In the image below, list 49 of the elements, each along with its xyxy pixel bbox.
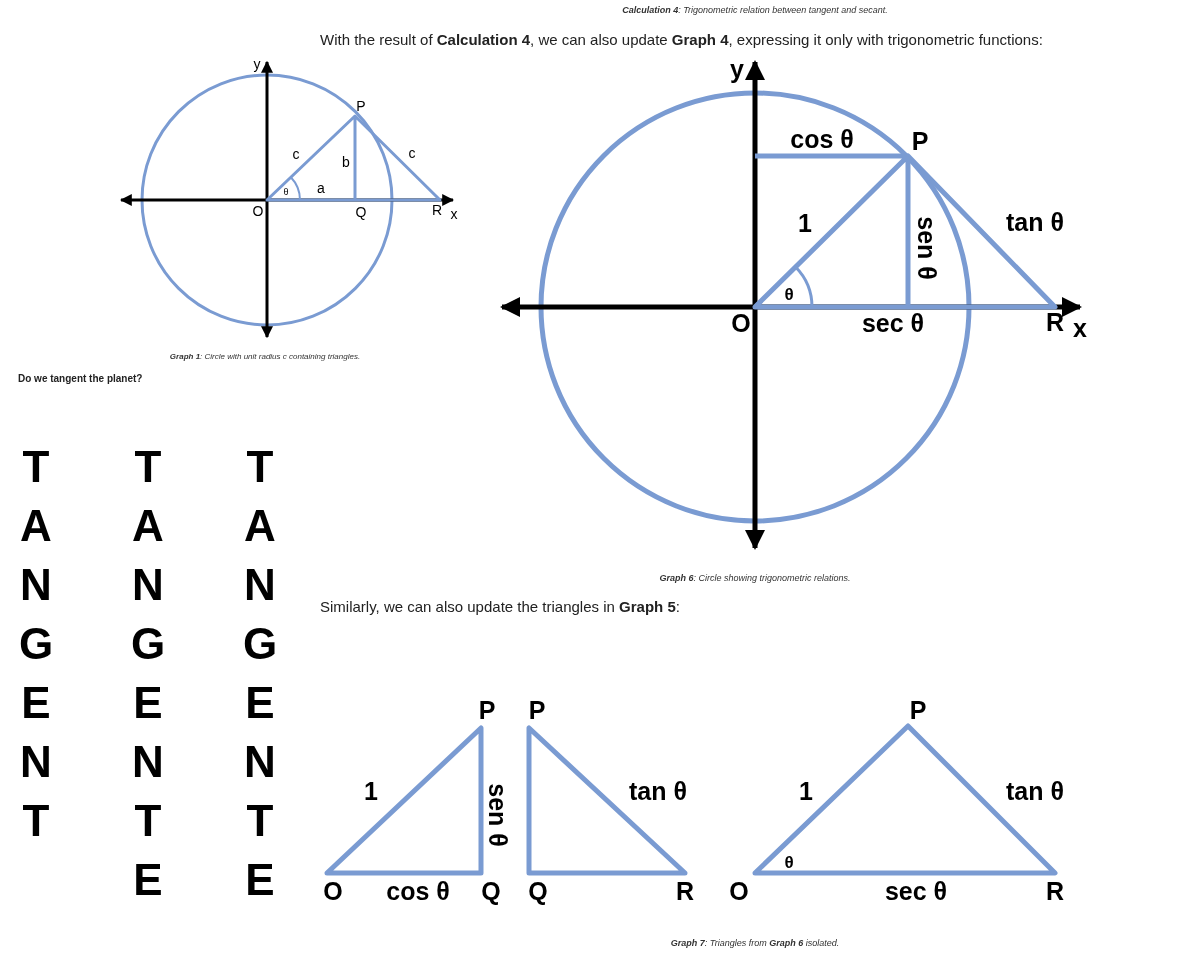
figure-caption: Calculation 4: Trigonometric relation between tangent and secant. xyxy=(622,4,888,18)
geometry-label: Q xyxy=(481,878,501,904)
geometry-label: R xyxy=(1045,309,1065,335)
geometry-label: 1 xyxy=(798,210,812,236)
geometry-label: P xyxy=(911,128,929,154)
geometry-label: a xyxy=(317,181,325,195)
geometry-label: c xyxy=(292,147,300,161)
geometry-label: tan θ xyxy=(1006,209,1064,235)
vertical-word: TANGENTE xyxy=(241,441,279,906)
geometry-label: c xyxy=(408,146,416,160)
geometry-label: 1 xyxy=(364,778,378,804)
geometry-label: cos θ xyxy=(386,878,450,904)
figure-caption: Graph 7: Triangles from Graph 6 isolated. xyxy=(670,937,840,951)
geometry-label: Q xyxy=(355,205,367,219)
geometry-label: O xyxy=(252,204,264,218)
geometry-label: O xyxy=(323,878,343,904)
geometry-label: tan θ xyxy=(629,778,687,804)
geometry-label: y xyxy=(730,56,744,82)
figure-caption: Graph 6: Circle showing trigonometric relations. xyxy=(659,572,851,586)
geometry-label: R xyxy=(675,878,695,904)
figure-caption: Graph 1: Circle with unit radius c containing triangles. xyxy=(169,351,361,363)
geometry-label: P xyxy=(528,697,546,723)
geometry-label: R xyxy=(1045,878,1065,904)
geometry-label: O xyxy=(731,310,751,336)
geometry-label: sec θ xyxy=(861,310,925,336)
vertical-word: TANGENT xyxy=(17,441,55,847)
geometry-label: tan θ xyxy=(1006,778,1064,804)
geometry-label: 1 xyxy=(799,778,813,804)
geometry-label: b xyxy=(342,155,350,169)
geometry-label: sen θ xyxy=(913,216,939,280)
geometry-label: R xyxy=(431,203,443,217)
geometry-label: y xyxy=(253,57,261,71)
geometry-label: Q xyxy=(528,878,548,904)
geometry-label: x xyxy=(1073,315,1087,341)
angle-label: θ xyxy=(784,285,794,303)
geometry-label: P xyxy=(909,697,927,723)
geometry-label: x xyxy=(450,207,458,221)
paragraph: Similarly, we can also update the triangles in Graph 5: xyxy=(320,596,680,617)
paragraph: With the result of Calculation 4, we can also update Graph 4, expressing it only with trigonometric functions: xyxy=(320,29,1043,50)
geometry-label: P xyxy=(356,99,366,113)
geometry-label: P xyxy=(478,697,496,723)
geometry-label: sec θ xyxy=(884,878,948,904)
angle-label: θ xyxy=(784,853,794,871)
question-text: Do we tangent the planet? xyxy=(18,371,143,386)
geometry-label: O xyxy=(729,878,749,904)
geometry-label: cos θ xyxy=(790,126,854,152)
angle-label: θ xyxy=(283,186,289,200)
geometry-label: sen θ xyxy=(484,783,510,847)
vertical-word: TANGENTE xyxy=(129,441,167,906)
